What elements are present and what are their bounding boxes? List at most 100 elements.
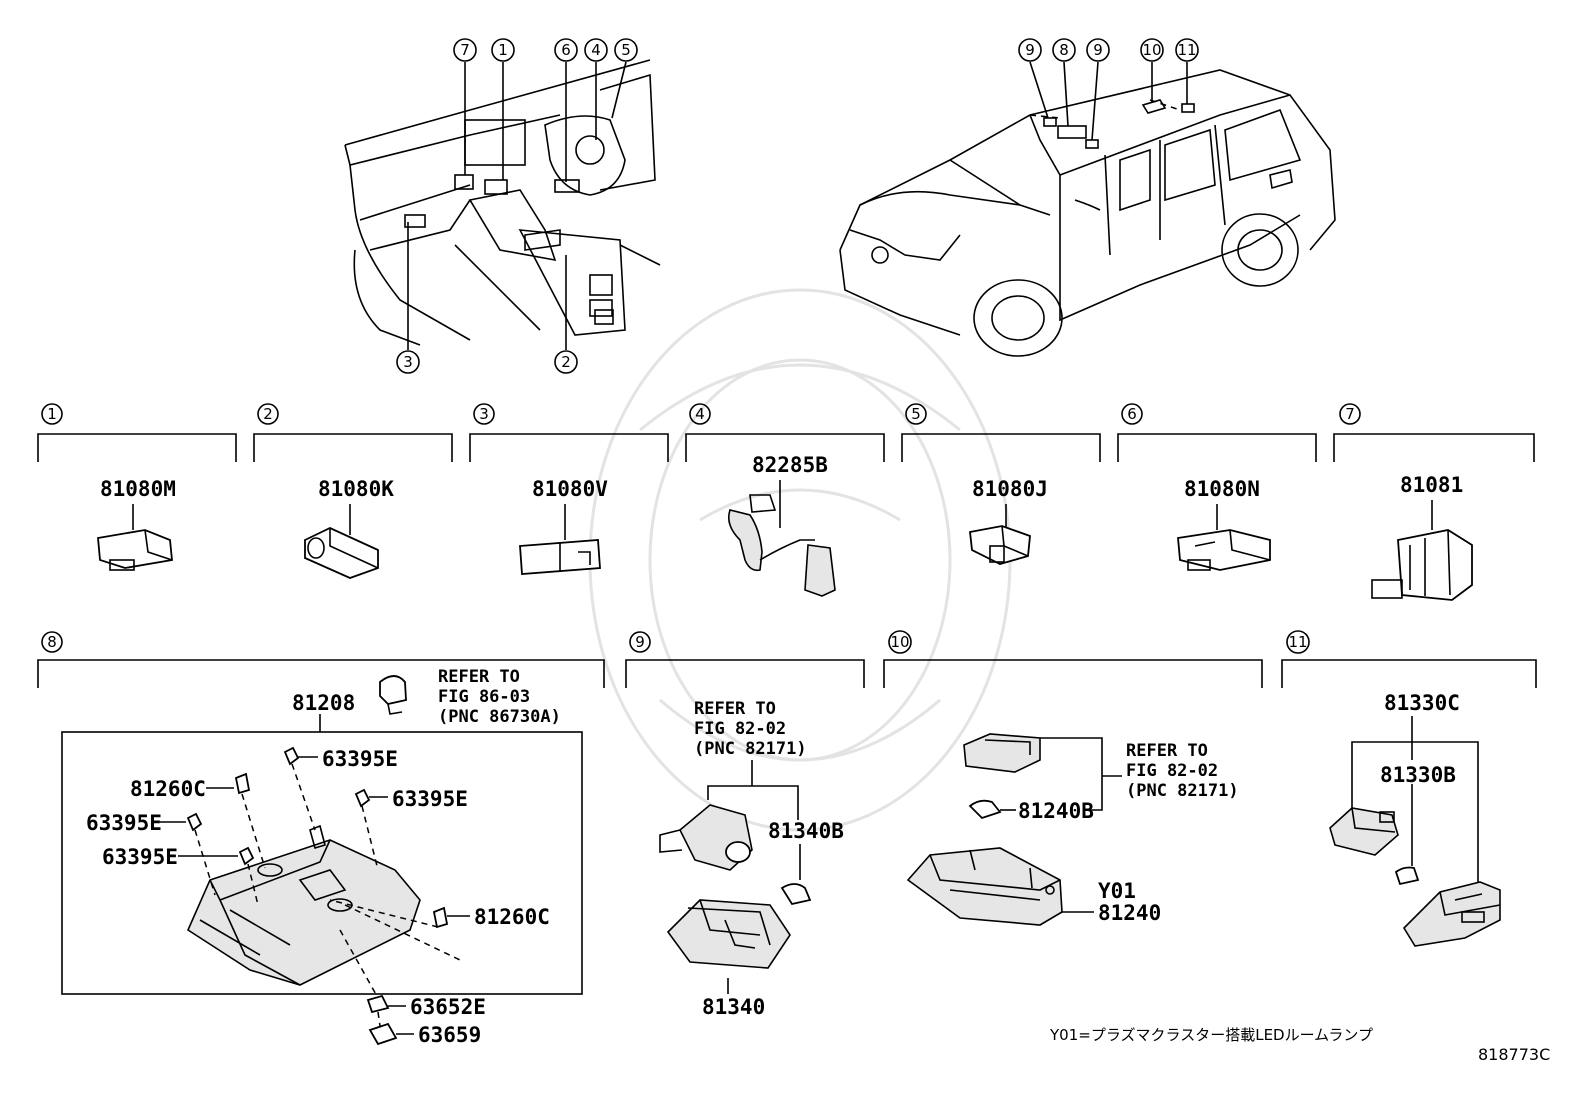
refer-note-86-line3: (PNC 86730A) [438,707,561,727]
part-81080J-drawing [969,504,1031,565]
part-label-81208: 81208 [292,691,355,715]
svg-text:3: 3 [403,353,413,371]
part-socket-82171-drawing [659,804,753,871]
part-81330B-bulb [1394,866,1420,886]
part-81080N-drawing [1177,504,1271,571]
dashboard-illustration [344,59,661,346]
part-81081-drawing [1371,500,1473,601]
part-label-81080K: 81080K [318,477,394,501]
refer-note-82-s9-line2: FIG 82-02 [694,719,786,739]
svg-text:9: 9 [1093,41,1103,59]
refer-note-82-s10-line2: FIG 82-02 [1126,761,1218,781]
section-2-header: 2 [257,403,279,425]
section-8-header: 8 [41,631,63,653]
svg-text:4: 4 [591,41,601,59]
assembly-box-81208 [61,731,583,995]
part-label-81260C-b: 81260C [474,905,550,929]
part-label-63395E-c: 63395E [86,811,162,835]
part-81330C-socket [1329,807,1399,856]
svg-text:9: 9 [635,633,645,651]
figure-code: 818773C [1478,1045,1550,1064]
svg-text:2: 2 [561,353,571,371]
part-label-81240B: 81240B [1018,799,1094,823]
part-label-81080J: 81080J [972,477,1048,501]
svg-text:5: 5 [911,405,921,423]
callout-10-vehicle: 10 [1140,38,1164,62]
svg-text:2: 2 [263,405,273,423]
svg-text:8: 8 [47,633,57,651]
part-label-81340B: 81340B [768,819,844,843]
part-81208-drawing [186,824,421,986]
part-82285B-drawing [727,480,836,597]
callout-9-vehicle-a: 9 [1018,38,1042,62]
refer-clip-drawing [379,675,407,715]
part-81080K-drawing [304,504,379,579]
section-7-header: 7 [1339,403,1361,425]
svg-text:8: 8 [1059,41,1069,59]
part-label-82285B: 82285B [752,453,828,477]
svg-text:6: 6 [561,41,571,59]
part-81240-drawing [906,847,1063,926]
callout-6-interior: 6 [554,38,578,62]
svg-text:3: 3 [479,405,489,423]
part-label-81330C: 81330C [1384,691,1460,715]
part-label-63659: 63659 [418,1023,481,1047]
clip-63395E-mid [354,788,371,808]
part-label-63652E: 63652E [410,995,486,1019]
part-label-81080N: 81080N [1184,477,1260,501]
part-label-81340: 81340 [702,995,765,1019]
section-6-header: 6 [1121,403,1143,425]
part-81340-drawing [666,899,791,969]
part-81240B-bulb [968,799,1002,820]
part-81080V-drawing [519,504,601,575]
callout-3-interior: 3 [396,350,420,374]
part-label-63395E-d: 63395E [102,845,178,869]
svg-text:7: 7 [460,41,470,59]
svg-text:5: 5 [621,41,631,59]
svg-text:9: 9 [1025,41,1035,59]
clip-63395E-top [283,746,300,766]
clip-63395E-left [186,812,203,832]
clip-63652E [366,994,390,1014]
refer-note-82-s9-line3: (PNC 82171) [694,739,807,759]
svg-text:1: 1 [498,41,508,59]
callout-4-interior: 4 [584,38,608,62]
callout-8-vehicle: 8 [1052,38,1076,62]
vehicle-illustration [839,69,1336,357]
section-4-header: 4 [689,403,711,425]
svg-text:11: 11 [1288,633,1307,651]
part-label-81260C-a: 81260C [130,777,206,801]
svg-text:10: 10 [1142,41,1161,59]
svg-text:11: 11 [1177,41,1196,59]
pad-63659 [368,1022,398,1046]
svg-text:1: 1 [47,405,57,423]
clip-81260C-right [432,906,449,929]
section-1-header: 1 [41,403,63,425]
part-label-81330B: 81330B [1380,763,1456,787]
part-81080M-drawing [97,504,173,571]
part-label-63395E-a: 63395E [322,747,398,771]
part-label-81240: 81240 [1098,901,1161,925]
refer-note-82-s10-line3: (PNC 82171) [1126,781,1239,801]
part-label-81080M: 81080M [100,477,176,501]
callout-5-interior: 5 [614,38,638,62]
callout-7-interior: 7 [453,38,477,62]
section-3-header: 3 [473,403,495,425]
svg-text:6: 6 [1127,405,1137,423]
refer-note-82-s9-line1: REFER TO [694,699,776,719]
svg-text:10: 10 [890,633,909,651]
refer-note-86-line1: REFER TO [438,667,520,687]
callout-9-vehicle-b: 9 [1086,38,1110,62]
section-9-header: 9 [629,631,651,653]
refer-note-82-s10-line1: REFER TO [1126,741,1208,761]
svg-text:4: 4 [695,405,705,423]
part-81340B-bulb [780,883,812,906]
part-label-81080V: 81080V [532,477,608,501]
callout-11-vehicle: 11 [1175,38,1199,62]
part-label-81081: 81081 [1400,473,1463,497]
refer-note-86-line2: FIG 86-03 [438,687,530,707]
clip-63395E-low [238,846,255,866]
section-11-header: 11 [1286,630,1310,654]
clip-81260C-left [234,772,251,795]
